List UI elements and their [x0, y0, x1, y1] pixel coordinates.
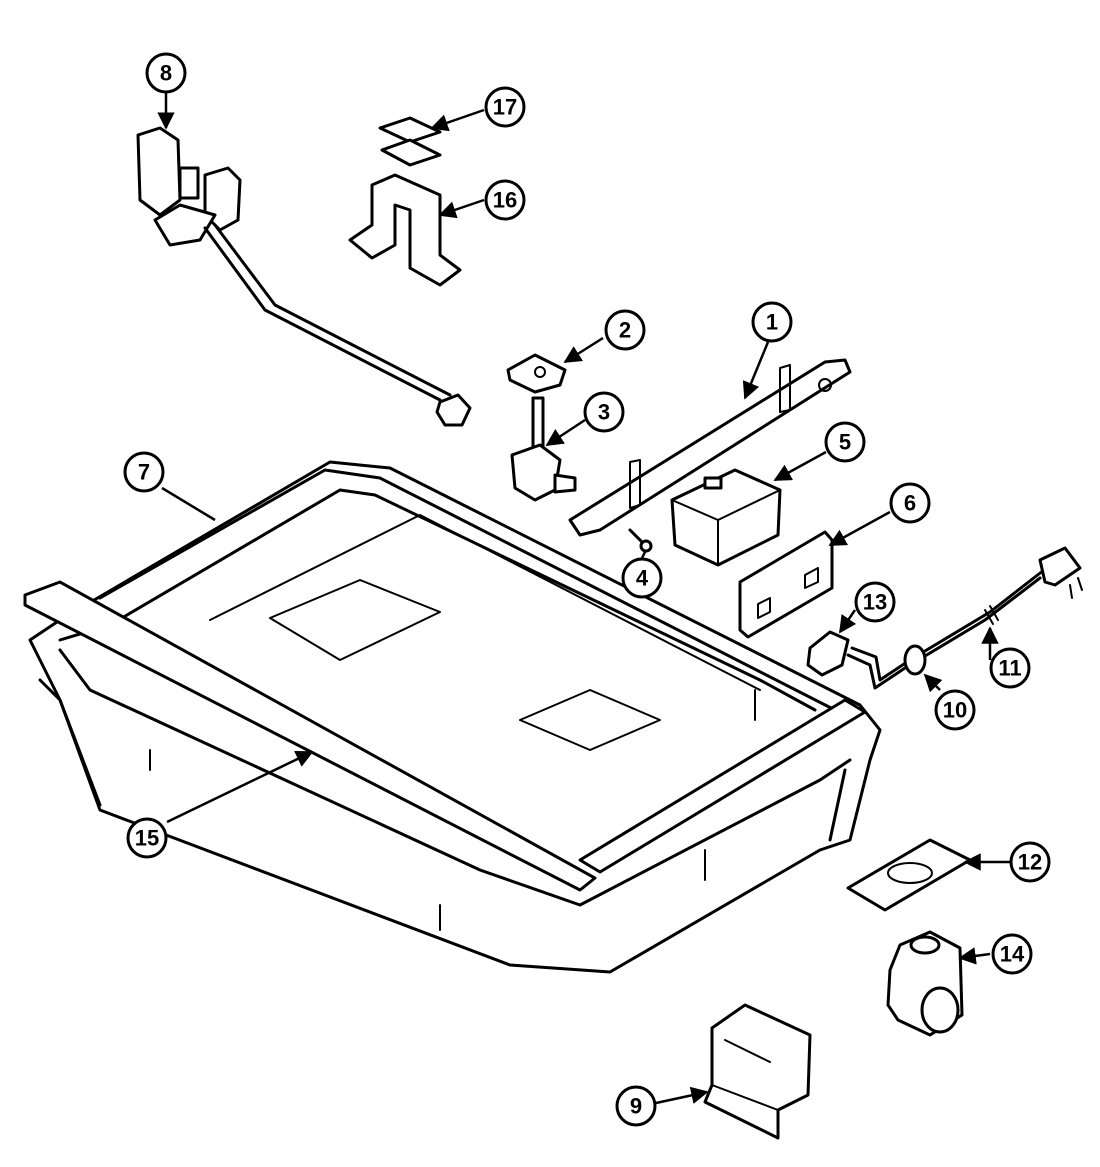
regulator-part: [886, 930, 964, 1037]
callout-leaders: [157, 92, 1010, 1105]
callout-11-label: 11: [998, 656, 1021, 681]
callout-6-label: 6: [904, 491, 916, 516]
callout-15-label: 15: [135, 826, 159, 851]
orifice-holder-part: [510, 396, 577, 502]
callout-13-label: 13: [863, 590, 887, 615]
callout-6: 6: [889, 482, 931, 524]
callout-4-label: 4: [636, 566, 649, 591]
bracket-16-part: [348, 173, 462, 287]
callout-5: 5: [824, 421, 866, 463]
mounting-plate-part: [738, 530, 834, 639]
gasket-plate-part: [846, 838, 972, 912]
callout-8: 8: [145, 52, 187, 94]
callout-16-label: 16: [493, 188, 517, 213]
valve-manifold-part: [136, 126, 472, 427]
callout-9: 9: [615, 1085, 657, 1127]
insulation-pad-part: [378, 116, 442, 167]
screw-part: [628, 528, 653, 553]
strip-part: [23, 580, 867, 892]
callout-16: 16: [484, 179, 526, 221]
callout-8-label: 8: [160, 61, 172, 86]
callout-13: 13: [854, 581, 896, 623]
callout-4: 4: [621, 557, 663, 599]
spark-module-part: [670, 468, 782, 567]
callout-2-label: 2: [619, 318, 631, 343]
callout-10: 10: [934, 689, 976, 731]
callout-3-label: 3: [598, 400, 610, 425]
callout-17-label: 17: [493, 95, 517, 120]
callout-11: 11: [989, 647, 1031, 689]
callout-2: 2: [604, 309, 646, 351]
callout-17: 17: [484, 86, 526, 128]
callout-5-label: 5: [839, 430, 851, 455]
callout-14-label: 14: [1000, 942, 1025, 967]
callout-9-label: 9: [630, 1094, 642, 1119]
callout-labels: 8 17 16 2 1 3 5 7 6 4 13 11 10 15 12 14 …: [123, 52, 1051, 1127]
callout-3: 3: [583, 391, 625, 433]
callout-14: 14: [991, 933, 1033, 975]
callout-12-label: 12: [1018, 850, 1042, 875]
callout-1: 1: [751, 301, 793, 343]
callout-15: 15: [126, 817, 168, 859]
power-cord-part: [846, 546, 1083, 690]
burner-box-part: [28, 460, 882, 974]
callout-10-label: 10: [943, 698, 967, 723]
clip-part: [506, 353, 567, 394]
l-bracket-part: [703, 1003, 812, 1140]
callout-7: 7: [123, 451, 165, 493]
callout-7-label: 7: [138, 460, 150, 485]
callout-12: 12: [1009, 841, 1051, 883]
connector-part: [806, 630, 850, 677]
callout-1-label: 1: [766, 310, 778, 335]
manifold-bar-part: [568, 358, 852, 537]
